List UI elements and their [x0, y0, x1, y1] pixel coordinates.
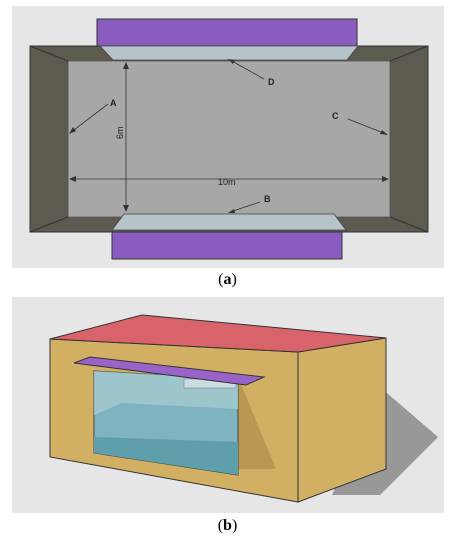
perspective-view-panel — [12, 297, 444, 513]
caption-b-letter: b — [223, 517, 232, 534]
corner-line-tl — [29, 45, 69, 62]
interior-wedge — [238, 377, 276, 469]
roof — [49, 314, 387, 353]
caption-a-close: ) — [231, 271, 237, 288]
arrowhead-length-left — [69, 176, 76, 182]
caption-b-open: ( — [217, 517, 224, 534]
leader-line-c — [347, 118, 387, 135]
arrowhead-b — [228, 209, 235, 213]
arrowhead-d — [228, 59, 235, 64]
leader-line-a — [69, 103, 109, 134]
corner-line-bl — [29, 216, 69, 233]
length-label: 10m — [218, 177, 236, 187]
caption-b-close: ) — [231, 517, 238, 534]
label-b: B — [264, 194, 271, 204]
window-d — [99, 45, 359, 61]
arrowhead-width-bottom — [123, 205, 129, 212]
window-b — [111, 213, 347, 231]
caption-a-letter: a — [223, 271, 232, 288]
caption-a: (a) — [0, 271, 455, 289]
arrowhead-c — [380, 130, 388, 135]
arrowhead-a — [69, 127, 76, 134]
shading-device-top — [96, 18, 358, 47]
plan-view-diagram: 6m 10m A C D B — [29, 18, 429, 260]
leader-line-d — [229, 59, 265, 80]
label-d: D — [268, 77, 275, 87]
corner-line-tr — [389, 45, 429, 62]
label-a: A — [110, 98, 117, 108]
leader-line-b — [229, 201, 261, 213]
arrowhead-width-top — [123, 62, 129, 69]
perspective-view-diagram — [49, 314, 438, 503]
arrowhead-length-right — [382, 176, 389, 182]
plan-view-panel: 6m 10m A C D B — [12, 6, 444, 268]
window-floor — [94, 437, 238, 475]
room-floor — [67, 60, 391, 218]
caption-a-open: ( — [218, 271, 224, 288]
width-label: 6m — [115, 126, 125, 139]
caption-b: (b) — [0, 517, 455, 535]
shading-device — [73, 356, 266, 386]
corner-line-br — [389, 216, 429, 233]
label-c: C — [332, 111, 339, 121]
shading-device-bottom — [111, 231, 343, 260]
